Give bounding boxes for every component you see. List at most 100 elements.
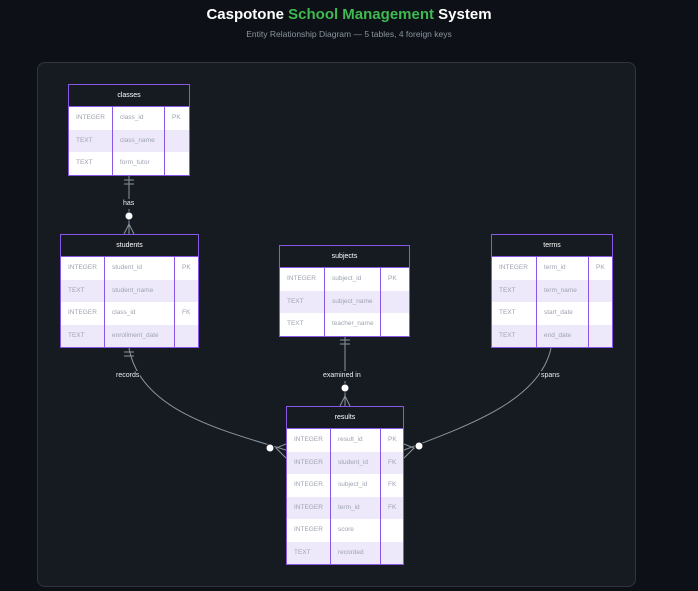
column-key: PK [596, 264, 605, 271]
column-key [165, 130, 189, 153]
column-name: result_id [331, 429, 381, 452]
column-key: FK [388, 481, 397, 488]
column-name: subject_id [331, 474, 381, 497]
crowfoot-results-right [403, 443, 415, 459]
title-part-2: System [434, 6, 492, 23]
column-key [381, 519, 403, 542]
column-key: FK [388, 458, 397, 466]
entity-row: INTEGER student_id PK [61, 257, 198, 280]
edge-terms-results [403, 347, 552, 451]
column-name: term_id [331, 496, 381, 519]
edge-label-has: has [122, 199, 136, 209]
column-key [175, 280, 198, 303]
column-name: student_id [331, 451, 381, 474]
column-key [381, 542, 403, 565]
optional-marker-1 [124, 211, 134, 221]
entity-terms[interactable]: terms INTEGER term_id PK TEXT term_name … [491, 234, 613, 348]
column-type: TEXT [280, 313, 325, 336]
entity-row: INTEGER class_id FK [61, 302, 198, 325]
column-type: TEXT [61, 279, 105, 302]
entity-results[interactable]: results INTEGER result_id PK INTEGER stu… [286, 406, 404, 565]
column-type: INTEGER [61, 257, 105, 280]
entity-row: TEXT student_name [61, 279, 198, 303]
column-name: student_name [105, 279, 175, 302]
column-key: FK [388, 503, 397, 511]
entity-row: INTEGER subject_id FK [287, 474, 403, 497]
entity-subjects[interactable]: subjects INTEGER subject_id PK TEXT subj… [279, 245, 410, 337]
crowfoot-results-top [339, 394, 351, 407]
crowfoot-results-left [275, 443, 287, 459]
column-key: PK [388, 275, 397, 282]
entity-row: TEXT teacher_name [280, 313, 409, 336]
entity-row: TEXT term_name [492, 279, 612, 303]
entity-row: TEXT subject_name [280, 290, 409, 314]
column-name: term_name [537, 279, 589, 302]
column-name: start_date [537, 302, 589, 325]
edge-label-examined-in: examined in [322, 371, 362, 381]
entity-row: INTEGER term_id PK [492, 257, 612, 280]
column-key: PK [172, 114, 181, 121]
entity-row: INTEGER class_id PK [69, 107, 189, 130]
column-type: INTEGER [61, 302, 105, 325]
entity-row: INTEGER subject_id PK [280, 268, 409, 291]
column-name: recorded [331, 541, 381, 564]
column-key [589, 302, 612, 325]
column-name: enrollment_date [105, 324, 175, 347]
entity-header-classes: classes [69, 85, 189, 107]
entity-row: TEXT end_date [492, 324, 612, 347]
optional-marker-2 [265, 443, 275, 453]
column-key [381, 291, 409, 314]
column-key [165, 152, 189, 175]
column-type: TEXT [492, 324, 537, 347]
column-name: subject_name [325, 290, 381, 313]
entity-row: INTEGER score [287, 519, 403, 542]
column-type: TEXT [492, 302, 537, 325]
column-name: score [331, 519, 381, 542]
title-part-1: Caspotone [206, 6, 289, 23]
optional-marker-4 [414, 441, 424, 451]
entity-row: INTEGER term_id FK [287, 496, 403, 519]
column-name: student_id [105, 257, 175, 280]
entity-row: TEXT start_date [492, 302, 612, 325]
edge-label-records: records [115, 371, 141, 381]
entity-header-results: results [287, 407, 403, 429]
entity-row: TEXT enrollment_date [61, 324, 198, 348]
entity-students[interactable]: students INTEGER student_id PK TEXT stud… [60, 234, 199, 348]
column-name: term_id [537, 257, 589, 280]
optional-marker-3 [340, 383, 350, 393]
column-name: subject_id [325, 268, 381, 291]
entity-row: TEXT recorded [287, 541, 403, 565]
column-type: TEXT [69, 129, 113, 152]
entity-row: TEXT class_name [69, 129, 189, 153]
column-name: end_date [537, 324, 589, 347]
column-type: INTEGER [287, 496, 331, 519]
column-name: form_tutor [113, 152, 165, 175]
entity-row: INTEGER result_id PK [287, 429, 403, 452]
entity-header-subjects: subjects [280, 246, 409, 268]
entity-header-students: students [61, 235, 198, 257]
column-type: TEXT [61, 324, 105, 347]
entity-row: TEXT form_tutor [69, 152, 189, 175]
column-name: class_id [113, 107, 165, 130]
crowfoot-students [123, 222, 135, 235]
column-type: INTEGER [280, 268, 325, 291]
page-title: Caspotone School Management System [0, 6, 698, 24]
entity-classes[interactable]: classes INTEGER class_id PK TEXT class_n… [68, 84, 190, 176]
column-name: class_name [113, 129, 165, 152]
column-key [175, 325, 198, 348]
column-type: INTEGER [492, 257, 537, 280]
column-type: TEXT [492, 279, 537, 302]
column-key: PK [388, 436, 397, 443]
column-key [589, 280, 612, 303]
column-name: teacher_name [325, 313, 381, 336]
column-type: INTEGER [287, 519, 331, 542]
entity-header-terms: terms [492, 235, 612, 257]
column-type: INTEGER [287, 474, 331, 497]
column-type: TEXT [287, 541, 331, 564]
column-type: INTEGER [287, 429, 331, 452]
page-subtitle: Entity Relationship Diagram — 5 tables, … [246, 29, 452, 39]
edge-students-results [128, 347, 287, 451]
column-name: class_id [105, 302, 175, 325]
edge-label-spans: spans [540, 371, 561, 381]
entity-row: INTEGER student_id FK [287, 451, 403, 474]
